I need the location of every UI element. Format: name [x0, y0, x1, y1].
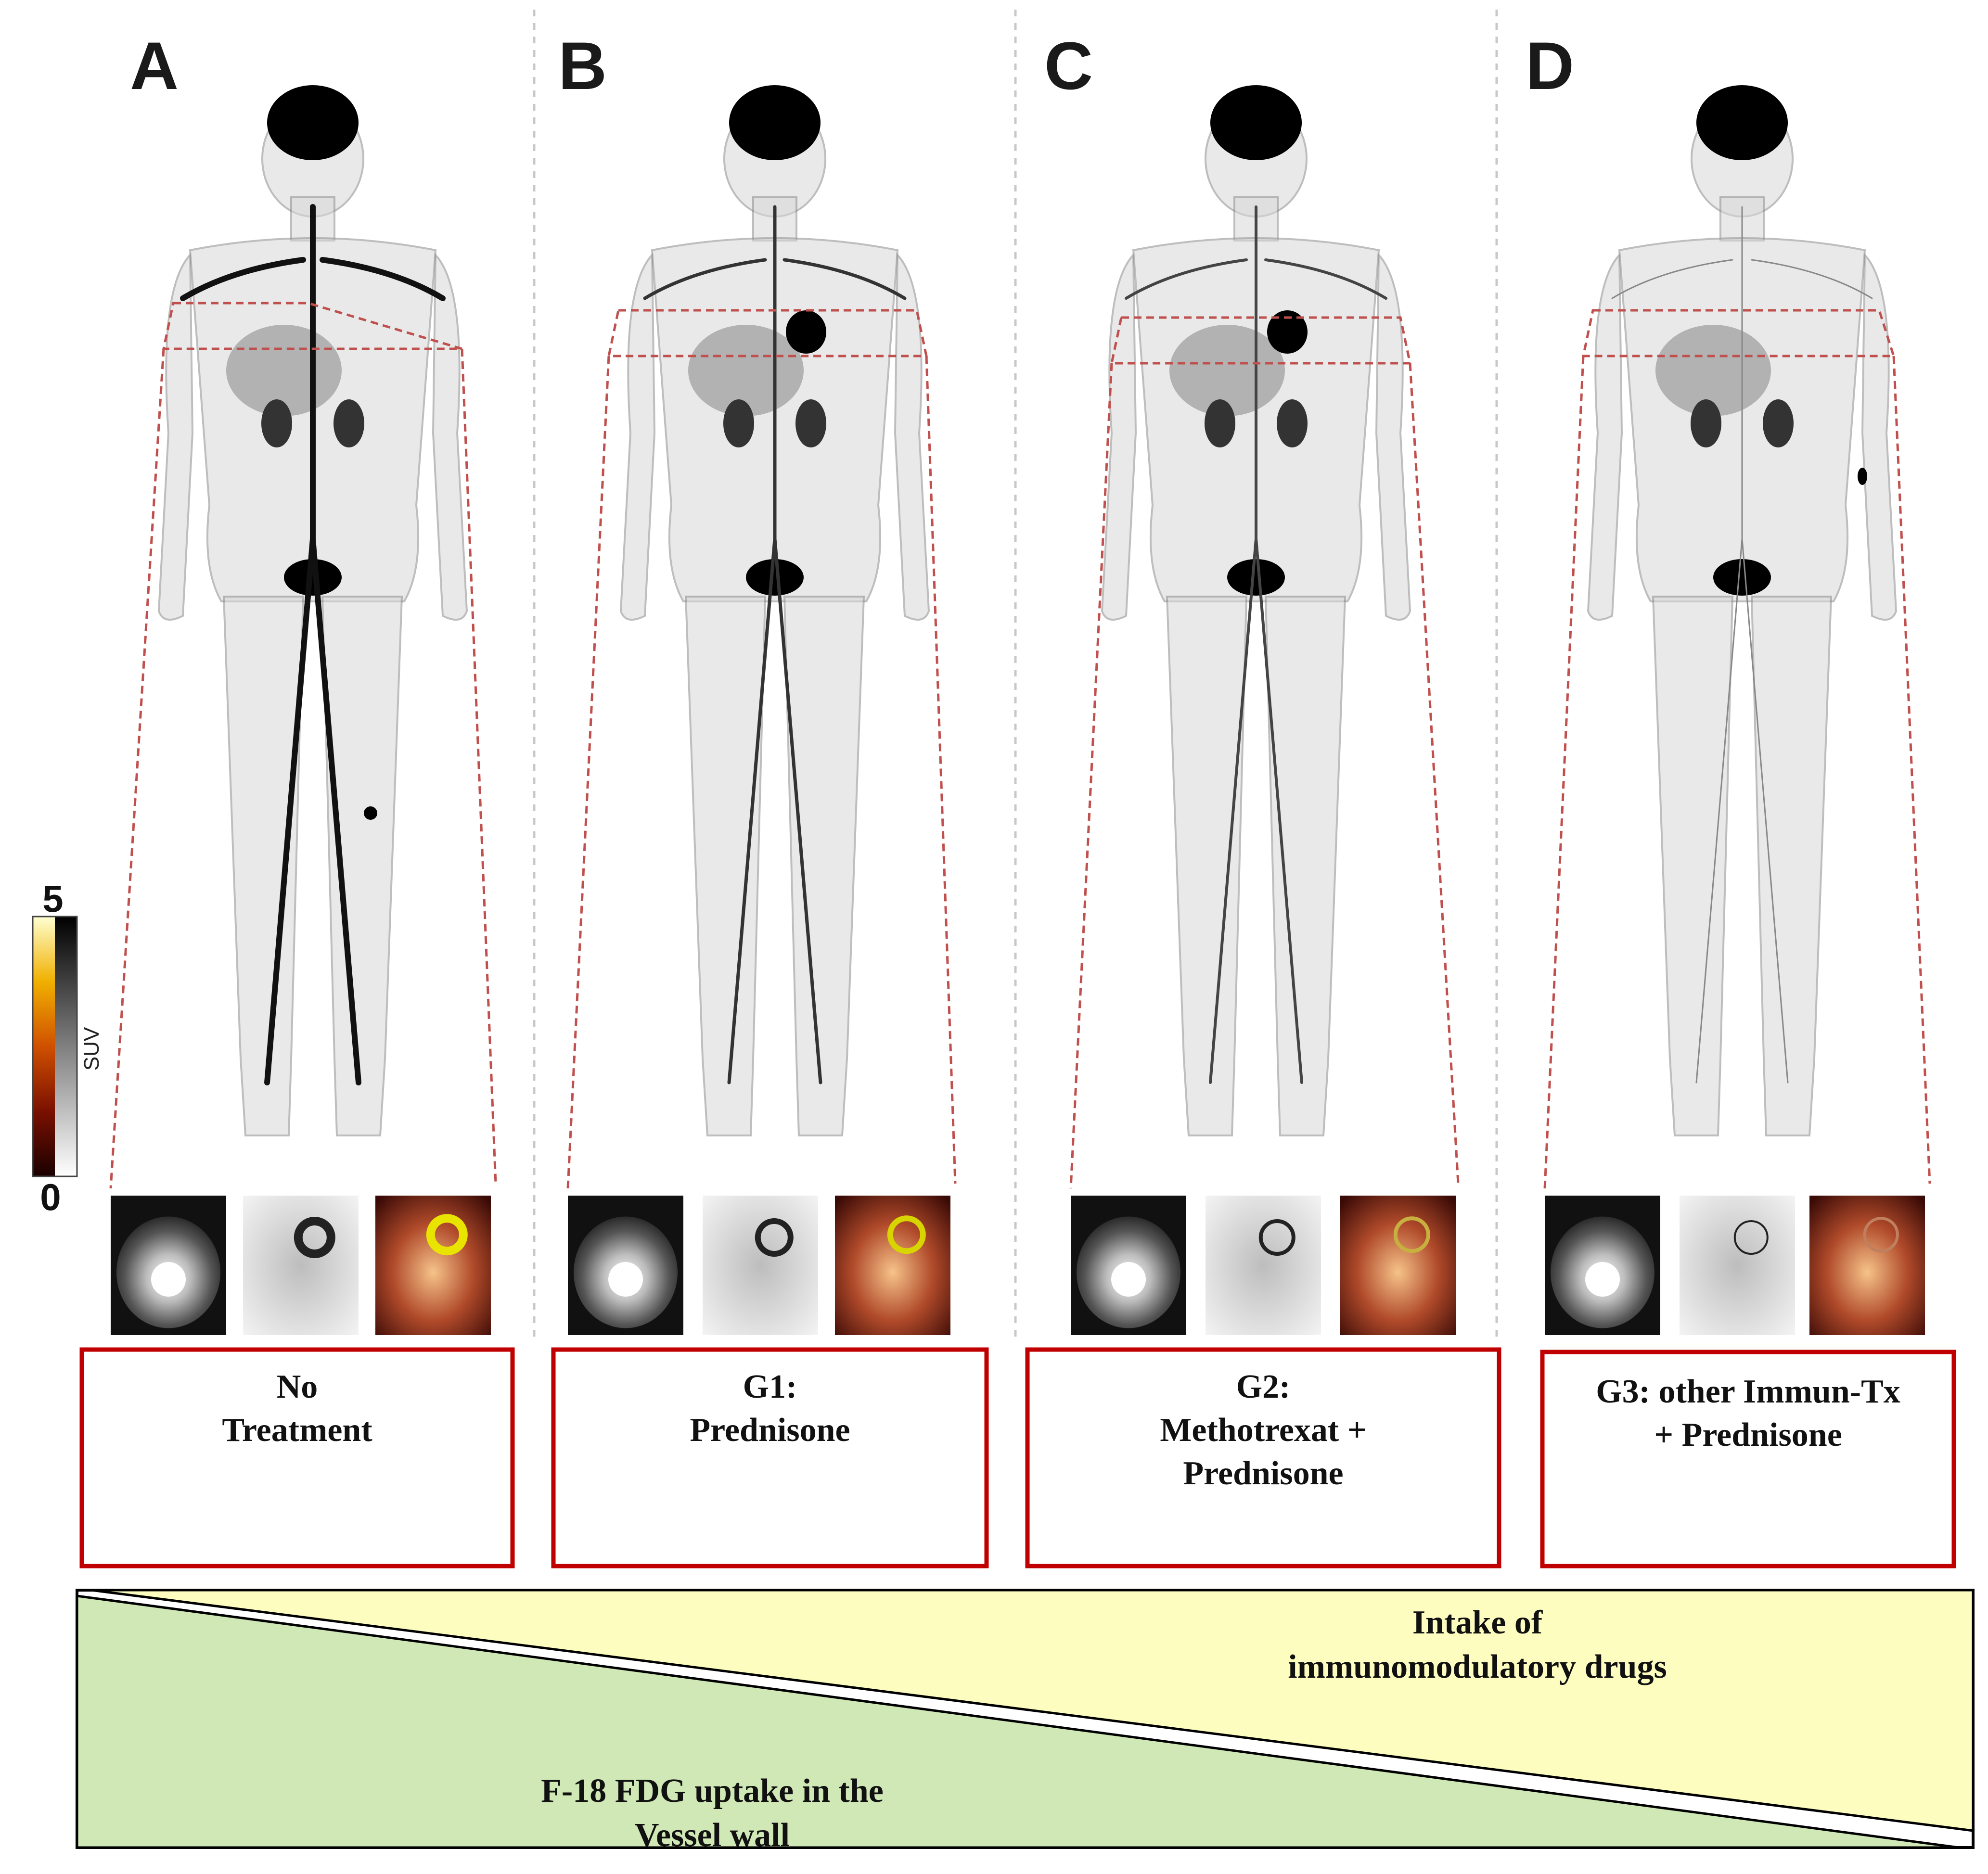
vessel-wall-uptake	[180, 204, 446, 1085]
bladder-uptake	[746, 559, 804, 596]
body-arm-left	[1861, 252, 1898, 621]
zoom-line-left	[566, 356, 610, 1189]
vessel-wall-uptake	[643, 205, 907, 1084]
wedge-lower-label: Vessel wall	[635, 1817, 790, 1854]
treatment-label-line: G3: other Immun-Tx	[1596, 1373, 1900, 1410]
body-arm-right	[1101, 252, 1137, 621]
zoom-line-right	[461, 348, 497, 1184]
treatment-label-line: Prednisone	[1183, 1455, 1343, 1492]
treatment-label-line: Treatment	[222, 1412, 372, 1449]
panel-dividers	[533, 10, 1498, 1342]
suv-min-label: 0	[40, 1176, 61, 1218]
treatment-label-box	[1025, 1347, 1501, 1568]
kidney-right	[261, 399, 292, 447]
body-leg-left	[783, 596, 865, 1136]
body-leg-right	[1166, 596, 1248, 1136]
kidney-left	[795, 399, 826, 447]
treatment-label-box	[551, 1347, 989, 1568]
fusion-axial-thumbnail	[1340, 1196, 1456, 1335]
treatment-label-box	[79, 1347, 515, 1568]
suv-colorbar-hot	[33, 917, 55, 1176]
body-arm-left	[1375, 252, 1411, 621]
zoom-band	[1581, 309, 1896, 357]
suv-max-label: 5	[42, 878, 63, 920]
vessel-wall-uptake	[1611, 206, 1873, 1084]
wedge-lower-label: F-18 FDG uptake in the	[541, 1772, 884, 1810]
treatment-label-line: Prednisone	[690, 1412, 850, 1449]
fusion-axial-thumbnail	[835, 1196, 950, 1335]
suv-unit-label: SUV	[80, 1027, 103, 1071]
kidney-right	[1691, 399, 1721, 447]
body-arm-right	[1587, 252, 1623, 621]
heart-uptake	[1267, 310, 1308, 354]
pet-axial-thumbnail	[1680, 1196, 1795, 1335]
heart-uptake	[786, 310, 826, 354]
treatment-label-line: G2:	[1236, 1368, 1291, 1405]
bladder-uptake	[1227, 559, 1285, 596]
suv-colorbar-gray	[55, 917, 77, 1176]
panel-d: D G3: other Immun-Tx + Prednisone	[1526, 28, 1956, 1568]
kidney-right	[723, 399, 754, 447]
treatment-label-line: G1:	[743, 1368, 797, 1405]
panel-c: C G2: Methotrexat + Prednisone	[1025, 28, 1501, 1568]
body-leg-left	[1264, 596, 1347, 1136]
ct-axial-thumbnail	[1071, 1196, 1186, 1335]
panel-letter: B	[558, 28, 607, 103]
pet-axial-thumbnail	[1206, 1196, 1321, 1335]
zoom-line-left	[109, 348, 165, 1189]
zoom-line-left	[1543, 356, 1585, 1189]
panel-letter: A	[130, 28, 179, 103]
wedge-upper-drugs	[91, 1589, 1975, 1832]
brain-uptake	[1696, 85, 1788, 160]
wedge-upper-label: immunomodulatory drugs	[1288, 1648, 1667, 1685]
fusion-axial-thumbnail	[1809, 1196, 1925, 1335]
kidney-right	[1205, 399, 1235, 447]
treatment-label-line: Methotrexat +	[1160, 1412, 1366, 1449]
kidney-left	[1277, 399, 1308, 447]
wedge-lower-uptake	[76, 1594, 1959, 1849]
body-leg-right	[222, 596, 305, 1136]
body-arm-left	[894, 252, 930, 621]
brain-uptake	[267, 85, 359, 160]
bladder-uptake	[284, 559, 342, 596]
suv-colorbar: 5 0 SUV	[32, 878, 103, 1218]
zoom-line-right	[925, 356, 957, 1184]
vessel-wall-uptake	[1125, 205, 1387, 1084]
fusion-axial-thumbnail	[375, 1196, 491, 1335]
pet-axial-thumbnail	[243, 1196, 359, 1335]
ct-axial-thumbnail	[568, 1196, 683, 1335]
body-leg-right	[1652, 596, 1734, 1136]
pet-axial-thumbnail	[703, 1196, 818, 1335]
body-leg-left	[1750, 596, 1833, 1136]
body-arm-right	[619, 252, 656, 621]
body-arm-left	[432, 252, 468, 621]
brain-uptake	[1210, 85, 1302, 160]
kidney-left	[1763, 399, 1794, 447]
focal-uptake-spot	[364, 806, 377, 820]
kidney-left	[333, 399, 364, 447]
treatment-label-line: + Prednisone	[1654, 1416, 1842, 1453]
body-leg-left	[321, 596, 403, 1136]
panel-letter: D	[1526, 28, 1574, 103]
suv-colorbar-frame	[32, 916, 78, 1177]
ct-axial-thumbnail	[1545, 1196, 1660, 1335]
focal-uptake-spot	[1858, 468, 1867, 485]
treatment-label-box	[1540, 1350, 1956, 1568]
zoom-line-left	[1069, 363, 1113, 1189]
panel-letter: C	[1044, 28, 1093, 103]
brain-uptake	[729, 85, 821, 160]
panel-b: B G1: Prednisone	[551, 28, 989, 1568]
body-leg-right	[684, 596, 767, 1136]
ct-axial-thumbnail	[111, 1196, 226, 1335]
wedge-upper-label: Intake of	[1412, 1604, 1543, 1641]
body-arm-right	[157, 252, 194, 621]
bladder-uptake	[1713, 559, 1771, 596]
zoom-line-right	[1892, 356, 1931, 1184]
zoom-line-right	[1409, 363, 1460, 1184]
treatment-label-line: No	[277, 1368, 318, 1405]
